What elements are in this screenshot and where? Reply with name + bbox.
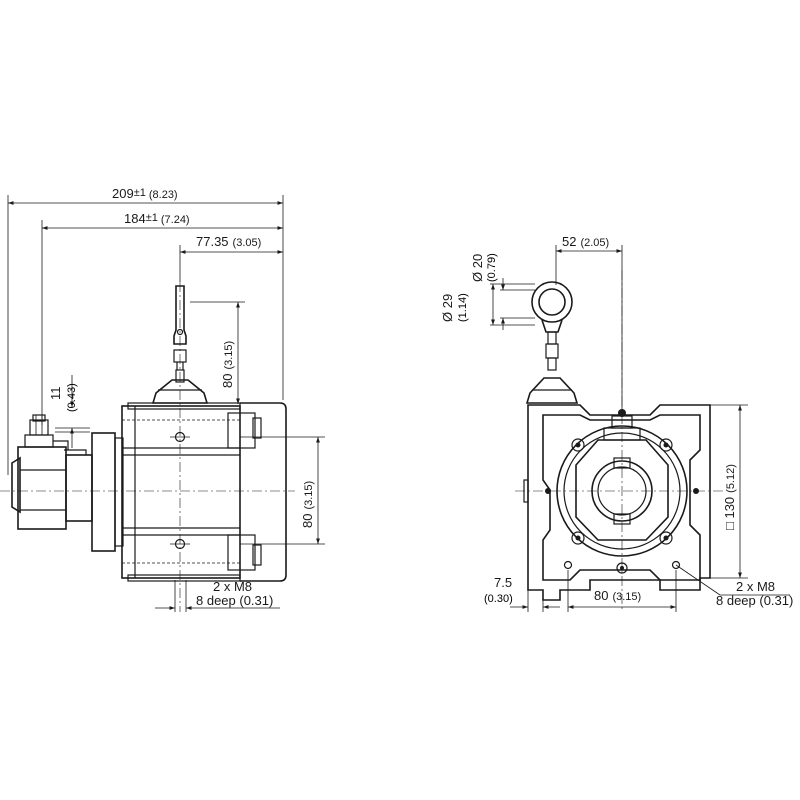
dim-offset-label: 52(2.05) bbox=[562, 234, 609, 249]
dim-holes-side-label: 80(3.15) bbox=[300, 481, 315, 528]
thread-front-line2: 8 deep (0.31) bbox=[716, 593, 793, 608]
thread-side-line2: 8 deep (0.31) bbox=[196, 593, 273, 608]
dim-edge-inch: (0.30) bbox=[484, 593, 513, 605]
dim-body-label: 184±1(7.24) bbox=[124, 211, 190, 226]
dim-ring-outer-inch: (1.14) bbox=[457, 293, 469, 322]
dim-ring-inner-label: Ø 20 bbox=[470, 254, 485, 282]
thread-side-line1: 2 x M8 bbox=[213, 579, 252, 594]
dim-overall-label: 209±1(8.23) bbox=[112, 186, 178, 201]
dim-holes-front-label: 80(3.15) bbox=[594, 588, 641, 603]
front-housing bbox=[523, 404, 711, 601]
side-view: 209±1(8.23) 184±1(7.24) 77.35(3.05) 80(3… bbox=[0, 186, 325, 612]
main-housing bbox=[121, 402, 287, 582]
encoder-housing bbox=[11, 414, 124, 552]
dim-square-label: □ 130(5.12) bbox=[722, 464, 737, 530]
dim-connector-inch: (0.43) bbox=[66, 383, 78, 412]
dim-ring-inner-inch: (0.79) bbox=[486, 253, 498, 282]
dim-edge-label: 7.5 bbox=[494, 575, 512, 590]
dim-ring-outer-label: Ø 29 bbox=[440, 294, 455, 322]
thread-front-line1: 2 x M8 bbox=[736, 579, 775, 594]
cable-ring bbox=[531, 281, 573, 371]
front-view: 52(2.05) Ø 20 (0.79) Ø 29 (1.14) bbox=[440, 234, 793, 612]
dim-vert-cable-label: 80(3.15) bbox=[220, 341, 235, 388]
dim-cable-label: 77.35(3.05) bbox=[196, 234, 261, 249]
dim-connector-label: 11 bbox=[48, 387, 63, 401]
